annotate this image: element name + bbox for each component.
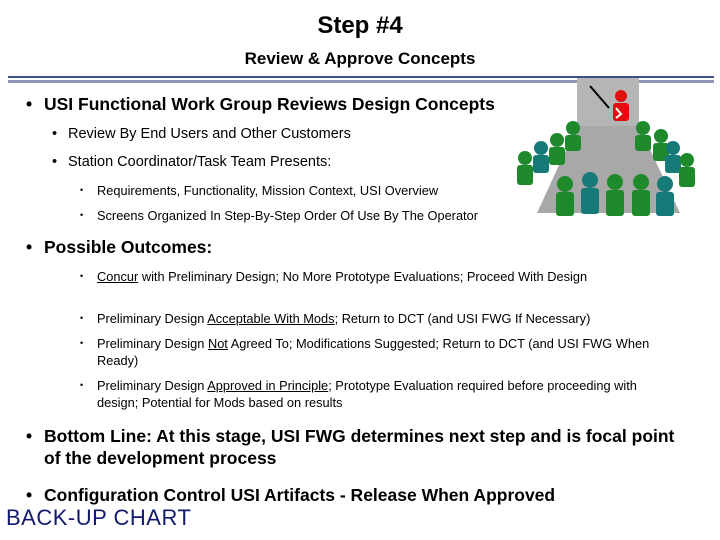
outcome-2-emphasis: Acceptable With Mods [207,311,335,326]
outcome-4-emphasis: Approved in Principle [207,378,329,393]
outcome-1-rest: with Preliminary Design; No More Prototy… [138,269,588,284]
outcome-2-prefix: Preliminary Design [97,311,208,326]
bullet-sub-2-text: Station Coordinator/Task Team Presents: [68,154,332,170]
audience-bottom [556,172,674,216]
outcome-1-emphasis: Concur [97,269,139,284]
outcome-1-text: Concur with Preliminary Design; No More … [97,268,637,285]
outcome-3-emphasis: Not [207,336,228,351]
outcome-2-rest: ; Return to DCT (and USI FWG If Necessar… [334,311,591,326]
audience-left [517,121,581,185]
outcome-3-prefix: Preliminary Design [97,336,208,351]
bullet-main-4-text: Configuration Control USI Artifacts - Re… [44,485,556,505]
outcome-4-prefix: Preliminary Design [97,378,208,393]
bullet-sub-1-text: Review By End Users and Other Customers [68,126,351,142]
outcome-2-text: Preliminary Design Acceptable With Mods;… [97,310,677,327]
outcome-4-rest: ; Prototype Evaluation required before p… [97,378,637,410]
bullet-main-2-text: Possible Outcomes: [44,237,213,257]
backup-chart-label: BACK-UP CHART [6,505,192,530]
bullet-main-1-text: USI Functional Work Group Reviews Design… [44,94,495,114]
slide-subtitle: Review & Approve Concepts [244,49,476,68]
presenter-figure [589,85,629,121]
bullet-subsub-2-text: Screens Organized In Step-By-Step Order … [97,208,478,223]
bullet-subsub-1-text: Requirements, Functionality, Mission Con… [97,183,439,198]
title-divider [8,76,714,84]
presentation-clipart [517,78,695,216]
outcome-3-rest: Agreed To; Modifications Suggested; Retu… [97,336,650,368]
outcome-3-text: Preliminary Design Not Agreed To; Modifi… [97,335,672,369]
outcome-4-text: Preliminary Design Approved in Principle… [97,377,677,411]
audience-right [635,121,695,187]
bullet-main-3-text: Bottom Line: At this stage, USI FWG dete… [44,426,675,468]
slide-title: Step #4 [317,12,403,39]
